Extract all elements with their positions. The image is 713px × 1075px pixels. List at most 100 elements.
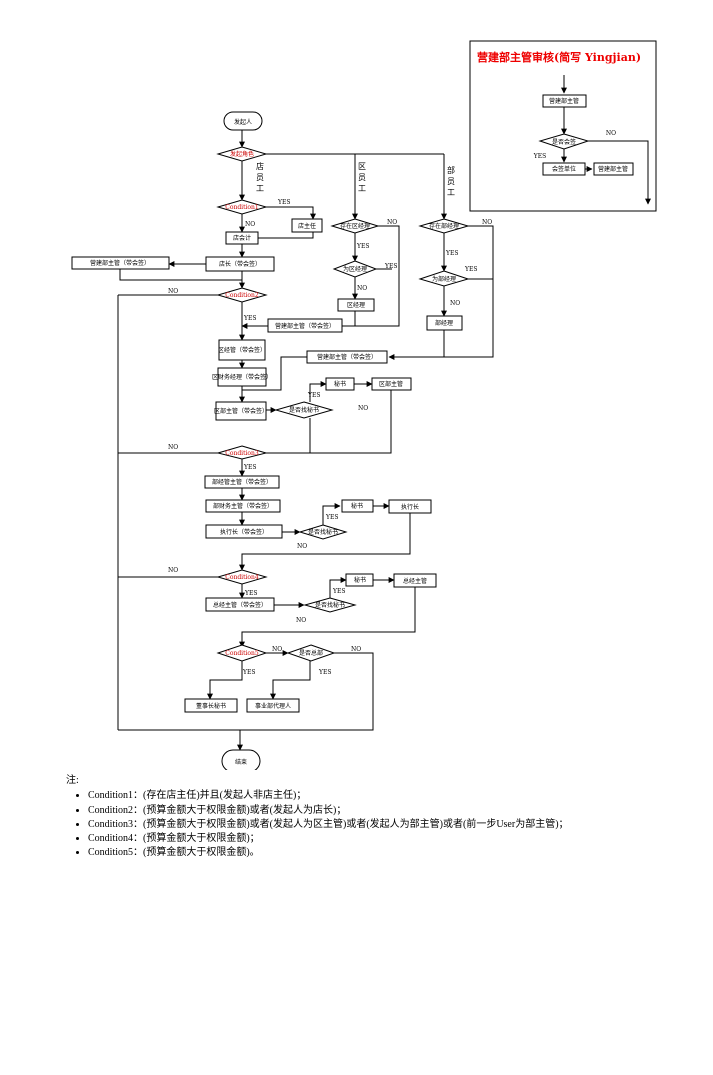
edge-label-yes: YES [332,588,345,595]
secretary-2-label: 秘书 [351,502,363,510]
edge-label-yes: YES [277,199,290,206]
need-secretary-2-decision [298,524,348,540]
start-label: 发起人 [234,118,252,126]
need-secretary-3-label: 是否找秘书 [315,601,345,609]
legend-end-label: 营建部主管 [598,165,628,173]
edge-label-no: NO [357,285,367,292]
is-area-manager-label: 为区经理 [343,265,367,273]
secretary-1-box [325,377,355,391]
yingjian-a-label: 营建部主管（带会签） [90,259,150,267]
dept-supervisor-label: 部经管主管（带会签） [212,478,272,486]
legend-start-label: 营建部主管 [549,97,579,105]
note-item: Condition5：(预算金额大于权限金额)。 [88,846,569,860]
is-board-decision [286,644,336,662]
legend-title: 营建部主管审核(简写 Yingjian) [477,50,641,64]
edge-label-yes: YES [243,464,256,471]
edge-label-yes: YES [318,669,331,676]
dept-finance-box [205,499,281,513]
area-supervisor-box [371,377,412,391]
edge-label-yes: YES [356,243,369,250]
secretary-2-box [341,499,374,513]
store-head-label: 店长（带会签） [219,260,261,268]
note-item: Condition4：(预算金额大于权限金额)； [88,832,569,846]
start-terminal [223,111,263,131]
note-item: Condition1：(存在店主任)并且(发起人非店主任)； [88,789,569,803]
notes-title: 注: [66,775,79,786]
condition5-decision [216,644,268,662]
dept-supervisor-box [204,475,280,489]
need-secretary-1-decision [274,401,334,419]
condition1-label: Condition1 [225,204,258,211]
store-manager-box [291,218,323,233]
edge-label-yes: YES [384,263,397,270]
business-agent-box [246,698,300,713]
condition1-decision [216,199,268,215]
edge-label-no: NO [358,405,368,412]
is-dept-manager-label: 为部经理 [432,275,456,283]
edge-label-yes: YES [243,315,256,322]
condition3-label: Condition3 [225,450,259,457]
legend-decision [538,133,590,150]
area-finance-box [217,367,267,387]
edge-label-yes: YES [244,590,257,597]
edge-label-no: NO [168,567,178,574]
notes-list: Condition1：(存在店主任)并且(发起人非店主任)； Condition… [66,789,569,860]
edge-label-no: NO [168,444,178,451]
legend-end-box [593,162,634,176]
area-dept-head-label: 区部主管（带会签） [214,407,268,415]
legend-no-label: NO [606,130,616,137]
president-box [393,573,437,588]
legend-decision-label: 是否会签 [552,138,576,146]
condition2-decision [216,287,268,303]
area-staff-label: 区员工 [358,162,366,193]
exec-chief-box [205,524,283,539]
secretary-3-box [345,573,374,587]
board-secretary-label: 董事长秘书 [196,702,226,710]
exec-office-box [388,499,432,514]
condition3-decision [216,445,268,460]
need-secretary-2-label: 是否找秘书 [308,528,338,536]
edge-label-no: NO [168,288,178,295]
legend-countersign-box [542,162,586,176]
area-manager-box [337,298,375,312]
condition2-label: Condition2 [225,292,259,299]
president-cs-box [205,597,275,612]
area-dept-head-box [215,401,267,421]
legend-yes-label: YES [533,153,546,160]
need-secretary-1-label: 是否找秘书 [289,406,319,414]
board-secretary-box [184,698,238,713]
yingjian-b-label: 营建部主管（带会签） [275,322,335,330]
legend-start-box [542,94,587,108]
edge-label-no: NO [482,219,492,226]
area-manager-label: 区经理 [347,301,365,309]
is-board-label: 是否总部 [299,649,323,657]
condition4-decision [216,569,268,585]
store-head-box [205,256,275,272]
edge-label-no: NO [450,300,460,307]
accountant-box [225,231,259,245]
store-staff-label: 店员工 [256,161,264,193]
edge-label-yes: YES [307,392,320,399]
edge-label-no: NO [272,646,282,653]
store-manager-label: 店主任 [298,222,316,230]
dept-staff-label: 部员工 [447,165,455,197]
exec-office-label: 执行长 [401,503,419,511]
edge-label-no: NO [297,543,307,550]
note-item: Condition2：(预算金额大于权限金额)或者(发起人为店长)； [88,804,569,818]
business-agent-label: 事业部代理人 [255,702,291,710]
is-area-manager-decision [332,260,378,278]
dept-manager-label: 部经理 [435,319,453,327]
need-secretary-3-decision [303,597,357,613]
end-terminal [221,749,261,770]
president-cs-label: 总经主管（带会签） [213,601,267,609]
has-dept-manager-decision [418,218,470,234]
end-label: 结束 [235,758,247,766]
accountant-label: 店会计 [233,234,251,242]
exec-chief-label: 执行长（带会签） [220,528,268,536]
edge-label-yes: YES [445,250,458,257]
legend-frame [469,40,657,212]
edge-label-yes: YES [325,514,338,521]
edge-label-yes: YES [464,266,477,273]
yingjian-c-label: 营建部主管（带会签） [317,353,377,361]
area-finance-label: 区财务经理（带会签） [212,373,272,381]
